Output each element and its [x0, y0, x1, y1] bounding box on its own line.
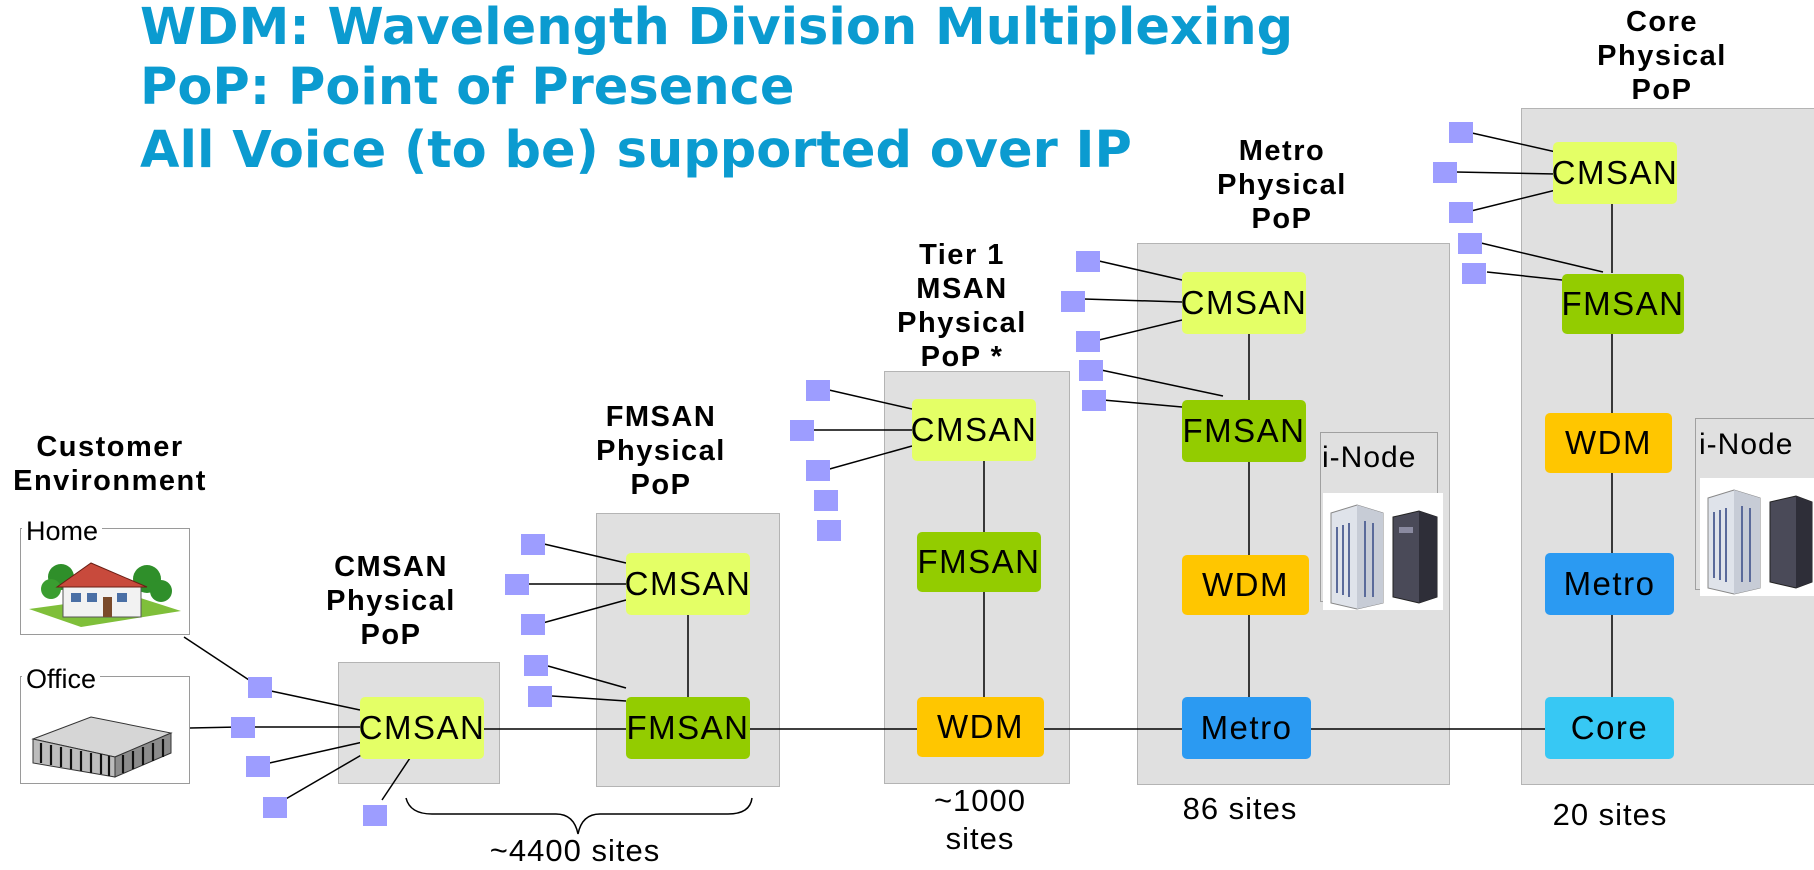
- port: [263, 797, 287, 818]
- port: [1061, 291, 1085, 312]
- port: [521, 534, 545, 555]
- fmsan-node: FMSAN: [1562, 274, 1684, 334]
- core-node: Core: [1545, 697, 1674, 759]
- port: [1449, 202, 1473, 223]
- port: [790, 420, 814, 441]
- port: [524, 655, 548, 676]
- port: [806, 380, 830, 401]
- server-rack-icon: [1700, 478, 1814, 596]
- title-line-2: PoP: Point of Presence: [140, 58, 795, 117]
- metro-inode-label: i-Node: [1322, 441, 1417, 474]
- cmsan-fmsan-sites-label: ~4400 sites: [489, 833, 661, 868]
- fmsan-node: FMSAN: [626, 697, 750, 759]
- metro-node: Metro: [1182, 697, 1311, 759]
- port: [806, 460, 830, 481]
- port: [505, 574, 529, 595]
- home-label: Home: [22, 516, 103, 546]
- title-line-1: WDM: Wavelength Division Multiplexing: [140, 0, 1294, 57]
- port: [1433, 162, 1457, 183]
- wdm-node: WDM: [917, 697, 1044, 757]
- port: [521, 614, 545, 635]
- port: [1458, 233, 1482, 254]
- core-inode-label: i-Node: [1699, 428, 1794, 461]
- cmsan-node: CMSAN: [1181, 272, 1306, 334]
- cmsan-pop-title: CMSAN Physical PoP: [326, 551, 456, 651]
- title-line-3: All Voice (to be) supported over IP: [140, 121, 1132, 180]
- office-label: Office: [22, 664, 101, 694]
- port: [1462, 263, 1486, 284]
- port: [528, 686, 552, 707]
- fmsan-node: FMSAN: [917, 532, 1041, 592]
- cmsan-node: CMSAN: [911, 399, 1036, 461]
- port: [1449, 122, 1473, 143]
- wdm-node: WDM: [1182, 555, 1309, 615]
- cmsan-node: CMSAN: [1552, 142, 1677, 204]
- server-rack-icon: [1323, 493, 1443, 610]
- core-sites-label: 20 sites: [1552, 797, 1668, 832]
- port: [814, 490, 838, 511]
- port: [246, 756, 270, 777]
- fmsan-node: FMSAN: [1182, 400, 1306, 462]
- tier1-sites-label: ~1000 sites: [933, 783, 1027, 856]
- cmsan-node: CMSAN: [625, 553, 750, 615]
- port: [1076, 331, 1100, 352]
- wdm-node: WDM: [1545, 413, 1672, 473]
- office-box: [20, 676, 190, 784]
- house-icon: [29, 562, 181, 627]
- customer-environment-title: Customer Environment: [13, 431, 207, 497]
- port: [248, 677, 272, 698]
- port: [1076, 251, 1100, 272]
- core-pop-title: Core Physical PoP: [1597, 6, 1727, 106]
- port: [363, 805, 387, 826]
- cmsan-node: CMSAN: [359, 697, 484, 759]
- metro-node: Metro: [1545, 553, 1674, 615]
- tier1-pop-title: Tier 1 MSAN Physical PoP *: [897, 239, 1027, 373]
- office-building-icon: [31, 716, 173, 778]
- metro-pop-title: Metro Physical PoP: [1217, 135, 1347, 235]
- port: [1082, 390, 1106, 411]
- port: [231, 717, 255, 738]
- port: [1079, 360, 1103, 381]
- port: [817, 520, 841, 541]
- metro-sites-label: 86 sites: [1182, 791, 1298, 826]
- fmsan-pop-title: FMSAN Physical PoP: [596, 401, 726, 501]
